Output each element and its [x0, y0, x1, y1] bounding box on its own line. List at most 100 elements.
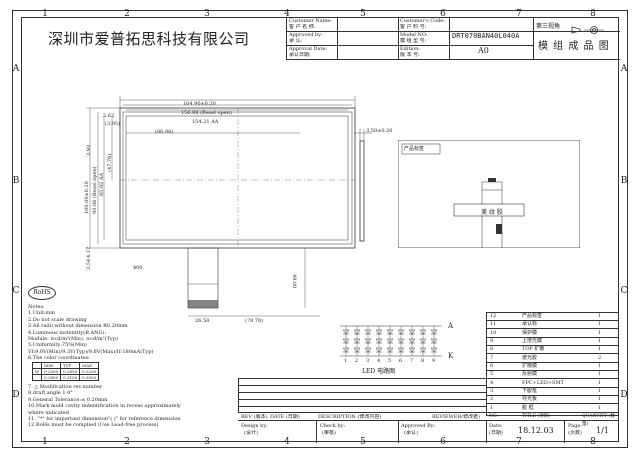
note-line: Notes: [28, 304, 45, 310]
rev-description-header: DESCRIPTION (修改内容) [318, 414, 382, 420]
design-by-label-cn: (设计) [244, 430, 258, 436]
bom-row-name: 产品标签 [522, 313, 543, 319]
color-table-cell: 0.2500 [41, 368, 62, 375]
product-label-text: 产品标签 [404, 146, 425, 152]
approved-by-sign-label-cn: (承认) [404, 430, 418, 436]
bom-row-name: 上增光膜 [522, 337, 543, 344]
bom-header-no: NO. [489, 414, 498, 419]
sign-off-row [238, 420, 619, 443]
led-number: 4 [377, 358, 381, 364]
column-number: 2 [124, 9, 130, 19]
column-number: 3 [204, 9, 210, 19]
rev-header: REV (版本) [241, 414, 268, 420]
row-letter-right: D [620, 390, 628, 400]
led-circuit-title: LED 电路图 [362, 368, 396, 375]
led-number: 6 [399, 358, 403, 364]
page-number: 1/1 [596, 426, 609, 435]
rohs-badge: RoHS [28, 286, 56, 300]
approval-date-label: Approval Date: [289, 46, 328, 52]
column-number: 7 [516, 9, 522, 19]
dim-half-width: (86.98) [155, 129, 174, 135]
dim-half-height: (47.76) [107, 153, 113, 172]
dim-fpc-length: 49.00 [291, 274, 297, 289]
column-number: 7 [516, 437, 522, 447]
bom-row-no: 6 [490, 362, 494, 369]
bom-row: 9 上增光膜 1 [486, 337, 618, 346]
customer-name-label-cn: 客 户 名 称: [289, 24, 316, 30]
bom-row-no: 7 [490, 354, 494, 361]
bom-row-no: 2 [490, 396, 494, 403]
bom-row-name: 遮光胶 [522, 354, 538, 361]
drawing-inner-frame [21, 17, 619, 442]
projection-label: 第三视角 [536, 23, 561, 30]
dim-bottom-offset-1: 4.17 [86, 246, 92, 258]
note-line: 2.Do not scale drawing [28, 316, 87, 323]
row-letter-left: D [12, 390, 20, 400]
date-label-cn: (日期) [489, 430, 503, 436]
bom-row-qty: 1 [598, 313, 602, 319]
bom-row-qty: 1 [598, 337, 602, 344]
bom-row: 2 导光板 1 [486, 395, 618, 405]
bom-row-no: 11 [490, 321, 497, 328]
side-view-drawing [354, 129, 372, 242]
column-number: 4 [284, 437, 290, 447]
color-table-cell: 0.3200 [79, 368, 100, 375]
approved-by-label: Approved by: [289, 32, 323, 38]
bom-row-name: TOP 扩散 [522, 346, 545, 353]
model-no-label-cn: 模 组 型 号: [400, 38, 427, 44]
column-number: 2 [124, 437, 130, 447]
led-cathode-label: K [448, 352, 454, 360]
row-letter-right: C [620, 286, 628, 296]
dim-outline-height: 100.00±0.20 [84, 181, 90, 214]
note-line: 4.Luminous instentity(B ANG): [28, 329, 107, 336]
bom-row-name: FPC+LED+SMT [522, 379, 564, 386]
note-line: where indicated [28, 409, 69, 416]
bom-row-name: 反射膜 [522, 371, 538, 378]
column-number: 6 [440, 9, 446, 19]
color-table-cell: 0.2800 [41, 374, 62, 381]
note-line: 8.draft angle 1.0° [28, 390, 73, 397]
check-by-label-cn: (审核) [322, 430, 336, 436]
note-line: Module: ≥cd/m²(Min), ≥cd/m²(Typ) [28, 336, 118, 342]
date-label: Date: [489, 423, 503, 429]
led-circuit-diagram [340, 325, 442, 357]
back-view-drawing [398, 140, 580, 248]
dim-bezel-height: 93.06 (Bezel open) [92, 166, 98, 214]
edition-value: A0 [478, 46, 489, 55]
page-label: Page: [568, 423, 582, 429]
model-number: DRT070BAN40L040A [452, 32, 520, 40]
bom-row-qty: 1 [598, 396, 602, 403]
bom-row-no: 4 [490, 379, 494, 386]
bom-row-no: 9 [490, 337, 494, 344]
led-number: 8 [421, 358, 425, 364]
bom-row-qty: 1 [598, 362, 602, 369]
bom-row-name: 导光板 [522, 396, 538, 403]
bom-row-qty: 1 [598, 329, 602, 336]
check-by-label: Check by: [320, 423, 346, 429]
dim-thickness: 3.50±0.20 [366, 128, 393, 134]
color-table-cell: 0.3500 [79, 374, 100, 381]
bom-row-no: 8 [490, 346, 494, 353]
note-line: 12.RoHs must be complied (Use Lead-free … [28, 422, 159, 429]
dim-aa-width: 154.21 AA [192, 119, 219, 125]
note-line: 6.The color coordinates: [28, 355, 90, 362]
led-anode-label: A [448, 322, 454, 330]
column-number: 8 [590, 437, 596, 447]
bom-row-name: 下胶框 [522, 387, 538, 394]
note-line: 7. △ Modification rev.number [28, 384, 103, 390]
page-label-cn: (页数) [568, 430, 582, 436]
column-number: 5 [360, 437, 366, 447]
row-letter-right: A [620, 64, 628, 74]
column-number: 1 [42, 437, 48, 447]
dim-side-label: 400 [133, 265, 143, 271]
company-name: 深圳市爱普拓思科技有限公司 [48, 30, 250, 48]
bom-row-no: 10 [490, 329, 497, 336]
bom-row-name: 承认标 [522, 321, 538, 328]
note-line: 9.General Tolerance:± 0.20mm [28, 396, 108, 403]
note-line: 5.Uniformity:75%(Min) [28, 342, 87, 349]
